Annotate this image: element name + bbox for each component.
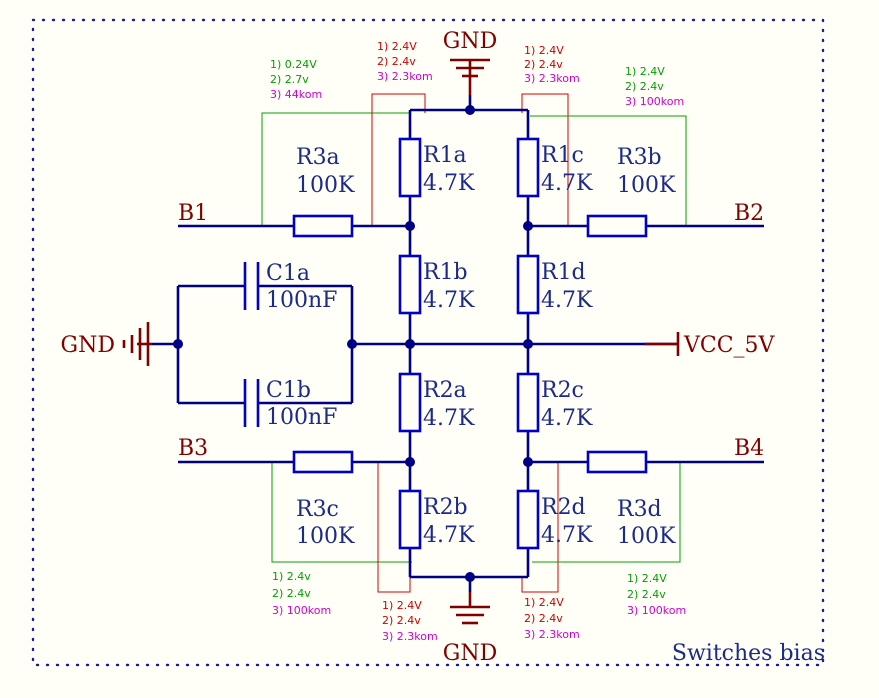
junctions	[173, 105, 533, 582]
resistor-r2d	[516, 489, 540, 550]
resistor-r1c	[516, 137, 540, 198]
note-r3b: 1) 2.4V 2) 2.4v 3) 100kom	[625, 65, 684, 108]
value-c1b: 100nF	[266, 405, 337, 430]
probe-bracket-r3d	[532, 462, 681, 563]
value-r3a: 100K	[296, 173, 355, 198]
svg-text:2) 2.4v: 2) 2.4v	[272, 587, 311, 600]
ref-r3b: R3b	[617, 145, 662, 170]
svg-text:1) 2.4V: 1) 2.4V	[524, 596, 564, 609]
net-b4: B4	[734, 436, 764, 461]
probe-bracket-r3c	[271, 462, 412, 563]
value-r2c: 4.7K	[541, 406, 593, 431]
value-r2b: 4.7K	[423, 523, 475, 548]
resistor-r3a	[292, 214, 354, 238]
svg-text:1) 2.4V: 1) 2.4V	[524, 44, 564, 57]
svg-text:2) 2.4v: 2) 2.4v	[382, 614, 421, 627]
note-r1a: 1) 2.4V 2) 2.4v 3) 2.3kom	[377, 40, 433, 83]
resistor-r2b	[398, 489, 422, 550]
net-vcc: VCC_5V	[683, 333, 776, 358]
value-r1a: 4.7K	[423, 171, 475, 196]
ref-r2d: R2d	[541, 495, 586, 520]
gnd-bottom-symbol	[450, 592, 490, 625]
svg-text:3) 2.3kom: 3) 2.3kom	[524, 628, 580, 641]
note-r2d: 1) 2.4V 2) 2.4v 3) 2.3kom	[524, 596, 580, 641]
ref-r2a: R2a	[423, 378, 467, 403]
net-gnd-left: GND	[61, 333, 115, 358]
svg-text:1) 2.4v: 1) 2.4v	[272, 570, 311, 583]
resistor-r3d	[586, 450, 648, 474]
ref-r3c: R3c	[296, 497, 339, 522]
note-r2b: 1) 2.4V 2) 2.4v 3) 2.3kom	[382, 599, 438, 643]
ref-r1d: R1d	[541, 260, 586, 285]
ref-r3d: R3d	[617, 497, 662, 522]
note-r3c: 1) 2.4v 2) 2.4v 3) 100kom	[272, 570, 331, 617]
probe-bracket-r2b	[377, 462, 411, 593]
svg-text:3) 2.3kom: 3) 2.3kom	[524, 72, 580, 85]
ref-r2b: R2b	[423, 495, 468, 520]
svg-text:2) 2.4v: 2) 2.4v	[524, 58, 563, 71]
capacitor-c1b	[243, 379, 260, 427]
resistor-r3b	[586, 214, 648, 238]
svg-text:3) 44kom: 3) 44kom	[270, 88, 322, 101]
vcc-symbol	[645, 332, 680, 356]
ref-r1b: R1b	[423, 260, 468, 285]
resistor-r1a	[398, 137, 422, 198]
value-r1c: 4.7K	[541, 171, 593, 196]
svg-text:1) 2.4V: 1) 2.4V	[625, 65, 665, 78]
svg-text:2) 2.4v: 2) 2.4v	[524, 612, 563, 625]
svg-text:2) 2.4v: 2) 2.4v	[625, 80, 664, 93]
svg-text:3) 100kom: 3) 100kom	[272, 604, 331, 617]
svg-text:1) 2.4V: 1) 2.4V	[382, 599, 422, 612]
ref-c1a: C1a	[266, 261, 310, 286]
gnd-left-symbol	[122, 322, 152, 366]
svg-text:3) 2.3kom: 3) 2.3kom	[377, 70, 433, 83]
svg-text:2) 2.4v: 2) 2.4v	[377, 55, 416, 68]
probe-bracket-r1a	[371, 93, 426, 226]
ref-r1a: R1a	[423, 143, 467, 168]
capacitor-c1a	[243, 262, 260, 310]
net-b3: B3	[178, 436, 208, 461]
ref-r2c: R2c	[541, 378, 584, 403]
svg-text:3) 2.3kom: 3) 2.3kom	[382, 630, 438, 643]
net-gnd-top: GND	[443, 29, 497, 54]
ref-r1c: R1c	[541, 143, 584, 168]
value-r3b: 100K	[617, 173, 676, 198]
value-r2a: 4.7K	[423, 406, 475, 431]
resistor-r2c	[516, 372, 540, 433]
svg-text:1) 2.4V: 1) 2.4V	[377, 40, 417, 53]
probe-bracket-r3b	[530, 115, 687, 226]
note-r3d: 1) 2.4V 2) 2.4v 3) 100kom	[627, 572, 686, 617]
resistor-r2a	[398, 372, 422, 433]
ref-c1b: C1b	[266, 378, 311, 403]
resistor-r3c	[292, 450, 354, 474]
gnd-top-symbol	[450, 58, 490, 95]
sheet-border	[31, 18, 825, 667]
sheet-title: Switches bias	[672, 641, 825, 666]
probe-bracket-r1c	[521, 93, 569, 226]
value-r1d: 4.7K	[541, 288, 593, 313]
value-r2d: 4.7K	[541, 523, 593, 548]
net-b2: B2	[734, 201, 764, 226]
resistor-r1b	[398, 254, 422, 315]
svg-text:1) 2.4V: 1) 2.4V	[627, 572, 667, 585]
value-r3d: 100K	[617, 524, 676, 549]
value-c1a: 100nF	[266, 288, 337, 313]
svg-text:2) 2.7v: 2) 2.7v	[270, 73, 309, 86]
svg-text:1) 0.24V: 1) 0.24V	[270, 58, 317, 71]
value-r1b: 4.7K	[423, 288, 475, 313]
svg-text:3) 100kom: 3) 100kom	[625, 95, 684, 108]
value-r3c: 100K	[296, 524, 355, 549]
probe-bracket-r3a	[261, 112, 410, 226]
net-gnd-bottom: GND	[443, 641, 497, 666]
resistor-r1d	[516, 254, 540, 315]
probe-bracket-r2d	[521, 462, 559, 593]
ref-r3a: R3a	[296, 145, 340, 170]
net-b1: B1	[178, 201, 208, 226]
note-r1c: 1) 2.4V 2) 2.4v 3) 2.3kom	[524, 44, 580, 85]
note-r3a: 1) 0.24V 2) 2.7v 3) 44kom	[270, 58, 322, 101]
svg-text:2) 2.4v: 2) 2.4v	[627, 588, 666, 601]
svg-text:3) 100kom: 3) 100kom	[627, 604, 686, 617]
